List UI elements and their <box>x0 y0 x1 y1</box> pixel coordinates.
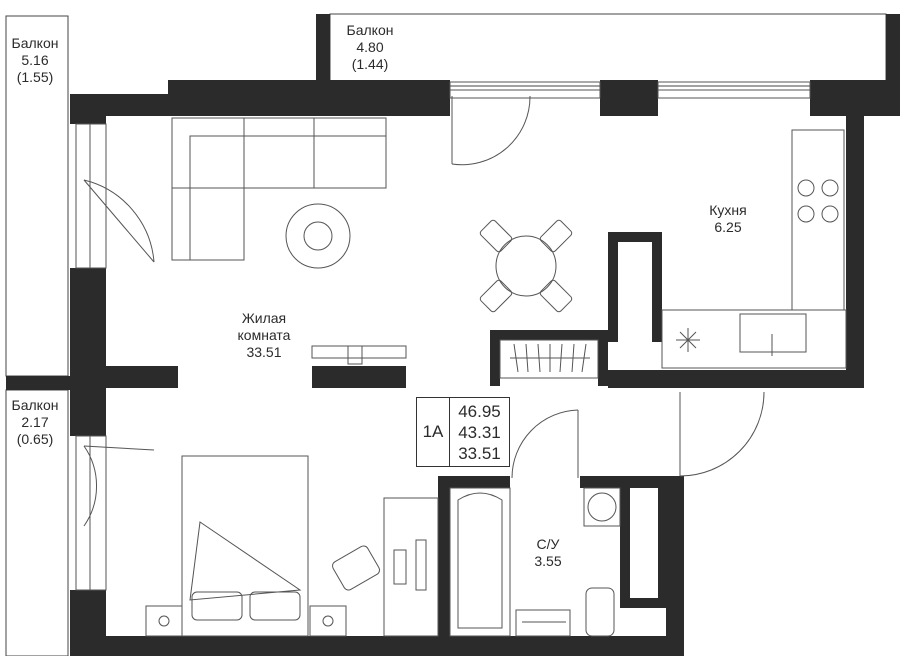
balcony-sub-area: (1.55) <box>16 69 54 85</box>
balcony-name: Балкон <box>11 35 59 51</box>
balcony-area: 5.16 <box>21 52 49 68</box>
balcony-label-left-top: Балкон 5.16 (1.55) <box>10 35 60 86</box>
bathroom-fixtures-icon <box>515 487 621 637</box>
wall-cutouts <box>624 242 658 598</box>
wardrobe-icon <box>499 339 599 379</box>
living-room-name-line2: комната <box>237 327 291 343</box>
kitchen-area: 6.25 <box>714 219 742 235</box>
bathtub-icon <box>449 487 511 637</box>
balcony-name: Балкон <box>346 22 394 38</box>
bathroom-area: 3.55 <box>534 553 562 569</box>
bathroom-name: С/У <box>536 536 560 552</box>
dining-table-icon <box>479 219 573 313</box>
balcony-name: Балкон <box>11 397 59 413</box>
balcony-sub-area: (1.44) <box>351 56 389 72</box>
doors <box>83 95 765 527</box>
living-room-name-line1: Жилая <box>241 310 287 326</box>
balcony-area: 4.80 <box>356 39 384 55</box>
apartment-summary-box: 1А 46.95 43.31 33.51 <box>416 397 510 467</box>
bathroom-label: С/У 3.55 <box>524 536 572 570</box>
kitchen-label: Кухня 6.25 <box>700 202 756 236</box>
total-area: 46.95 <box>458 401 501 421</box>
kitchen-counter-icon <box>661 129 847 369</box>
living-room-area: 33.51 <box>246 344 282 360</box>
windows <box>75 81 811 591</box>
round-coffee-table-icon <box>285 203 351 269</box>
desk-icon <box>332 497 439 637</box>
living-room-label: Жилая комната 33.51 <box>222 310 306 361</box>
apartment-areas: 46.95 43.31 33.51 <box>450 398 509 466</box>
apartment-type: 1А <box>417 398 450 466</box>
balcony-label-top: Балкон 4.80 (1.44) <box>342 22 398 73</box>
living-area: 33.51 <box>458 443 501 463</box>
area-2: 43.31 <box>458 422 501 442</box>
balcony-area: 2.17 <box>21 414 49 430</box>
tv-unit-icon <box>311 345 407 365</box>
bed-icon <box>181 455 309 637</box>
nightstand-icons <box>145 605 347 637</box>
walls <box>6 14 900 656</box>
balcony-label-left-bottom: Балкон 2.17 (0.65) <box>10 397 60 448</box>
sofa-icon <box>171 117 387 261</box>
kitchen-name: Кухня <box>709 202 747 218</box>
balcony-sub-area: (0.65) <box>16 431 54 447</box>
